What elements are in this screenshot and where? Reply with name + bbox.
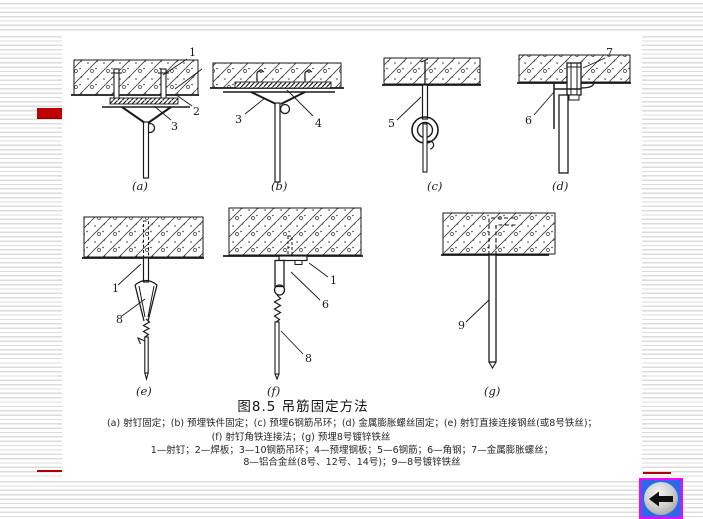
subcaption-e: (e)	[136, 384, 152, 398]
concrete-slab	[228, 207, 362, 256]
subcaption-a: (a)	[132, 179, 148, 193]
diagram-b-embedded-plate: 3 4 (b)	[210, 62, 344, 193]
wire-tail	[144, 336, 149, 374]
expansion-bolt	[566, 62, 582, 101]
subcaption-c: (c)	[427, 179, 442, 193]
callout-f-6: 6	[322, 298, 329, 311]
bolt-head	[294, 260, 303, 265]
wire-twist	[142, 318, 151, 338]
callout-a-1: 1	[189, 46, 196, 59]
wire-tail	[274, 321, 280, 375]
embedded-steel-plate	[234, 81, 332, 89]
v-bracket	[121, 106, 172, 124]
wire-twist	[273, 294, 282, 323]
diagram-e-nail-wire: 1 8 (e)	[82, 216, 204, 398]
leader-lines	[153, 58, 203, 121]
figure-title: 图8.5 吊筋固定方法	[237, 399, 369, 415]
embedded-wire-dashed	[495, 224, 516, 255]
leader-lines	[533, 57, 606, 116]
subcaption-d: (d)	[552, 179, 568, 193]
wire-hook	[426, 140, 435, 150]
callout-b-3: 3	[235, 113, 242, 126]
hook-loop	[279, 103, 291, 115]
subcaption-g: (g)	[484, 384, 500, 398]
leader-lines	[117, 263, 146, 317]
ceiling-plate	[278, 255, 308, 262]
welded-plate	[109, 97, 179, 105]
lower-rod	[422, 123, 428, 173]
hanger-rod	[421, 84, 429, 120]
leader-lines	[244, 89, 314, 117]
v-bracket	[250, 91, 306, 105]
accent-red-block	[37, 108, 62, 119]
hanger-bar	[558, 94, 569, 174]
accent-red-line-left	[37, 470, 62, 472]
wire-hook	[136, 336, 146, 345]
leader-line	[465, 299, 490, 323]
diagram-c-rebar-ring: 5 (c)	[382, 57, 481, 193]
callout-f-1: 1	[330, 274, 337, 287]
concrete-slab	[442, 212, 556, 255]
bent-strap	[580, 82, 595, 89]
accent-red-line-right	[643, 472, 671, 474]
anchor-hook	[256, 70, 265, 82]
callout-e-8: 8	[116, 313, 123, 326]
hanger-wire	[488, 254, 497, 363]
callout-c-5: 5	[388, 117, 395, 130]
angle-bracket	[274, 259, 285, 288]
anchor-hook	[304, 70, 313, 82]
figure-legend-line1: 1—射钉；2—焊板；3—10钢筋吊环；4—预埋钢板；5—6钢筋；6—角钢；7—金…	[150, 445, 554, 456]
stripe-band-left	[0, 33, 62, 478]
diagram-d-expansion-bolt: 7 6 (d)	[517, 46, 631, 193]
subcaption-b: (b)	[271, 179, 287, 193]
leader-line	[396, 96, 422, 121]
back-button[interactable]	[639, 478, 683, 519]
leader-lines	[280, 262, 329, 355]
callout-d-6: 6	[525, 114, 532, 127]
hanger-rod	[274, 102, 281, 183]
diagram-a-nail-fixing: 1 2 3 (a)	[71, 46, 203, 193]
figure-desc-line2: (f) 射钉角铁连接法；(g) 预埋8号镀锌铁丝	[211, 432, 391, 443]
nail-shank	[142, 257, 150, 283]
embedded-wire-dashed	[488, 217, 516, 255]
concrete-slab	[73, 59, 199, 96]
callout-d-7: 7	[606, 46, 613, 59]
wire-loop	[134, 279, 158, 322]
callout-f-8: 8	[305, 352, 312, 365]
diagram-g-embedded-wire: 9 (g)	[441, 212, 556, 398]
back-button-circle	[644, 482, 678, 515]
concrete-slab	[383, 57, 481, 85]
diagram-f-angle-connection: 1 6 8 (f)	[223, 207, 363, 398]
subcaption-f: (f)	[267, 384, 280, 398]
hanger-rod	[142, 121, 150, 179]
bracket-loop	[273, 284, 286, 296]
callout-b-4: 4	[315, 117, 322, 130]
callout-a-2: 2	[193, 105, 200, 118]
callout-e-1: 1	[112, 282, 119, 295]
stripe-band-bottom	[0, 478, 703, 519]
figure-legend-line2: 8—铝合金丝(8号、12号、14号)；9—8号镀锌铁丝	[243, 457, 461, 468]
stripe-band-right	[642, 33, 703, 478]
figure-desc-line1: (a) 射钉固定；(b) 预埋铁件固定；(c) 预埋6钢筋吊环；(d) 金属膨胀…	[106, 418, 598, 429]
callout-a-3: 3	[171, 120, 178, 133]
callout-g-9: 9	[458, 319, 465, 332]
stripe-band-top	[0, 0, 703, 33]
left-arrow-icon	[649, 491, 673, 506]
